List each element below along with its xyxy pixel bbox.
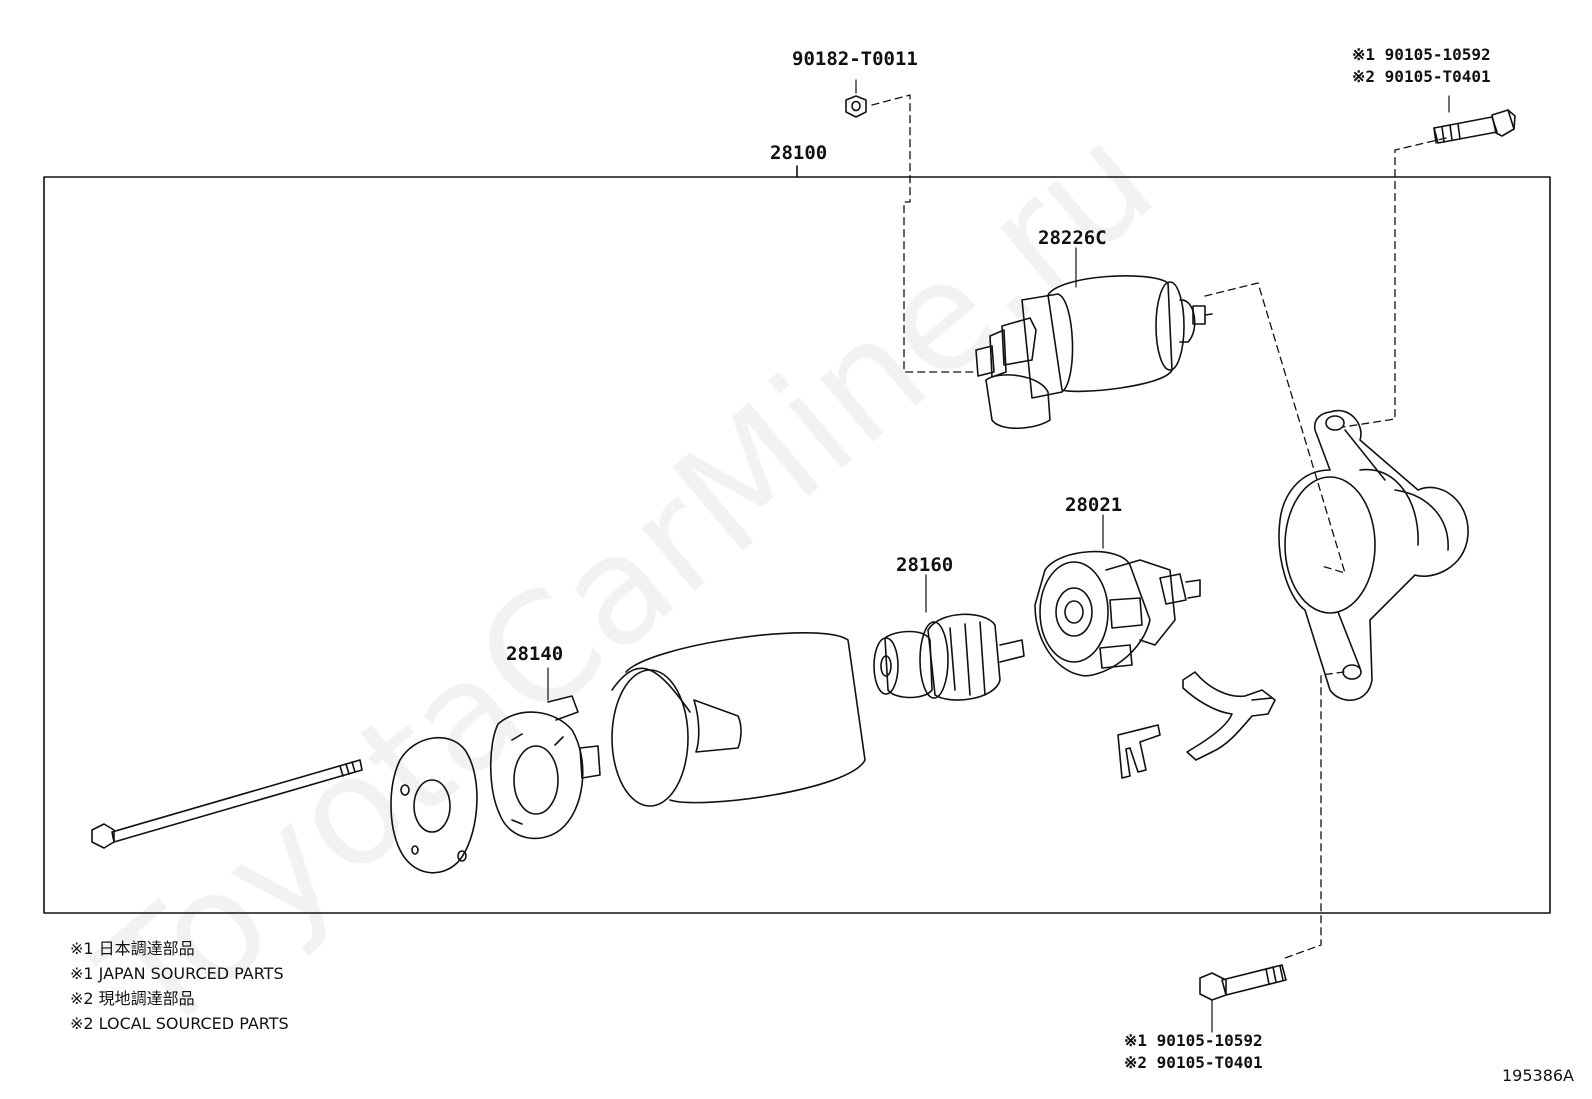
note-local-en: ※2 LOCAL SOURCED PARTS xyxy=(70,1014,289,1033)
rear-cover-part xyxy=(390,736,478,874)
spring-clip-part xyxy=(1117,724,1161,779)
label-assembly: 28100 xyxy=(770,142,828,164)
label-bolt-top: ※1 90105-10592 ※2 90105-T0401 xyxy=(1352,44,1491,87)
label-armature: 28160 xyxy=(896,554,954,576)
assembly-frame xyxy=(43,176,1551,914)
label-nut: 90182-T0011 xyxy=(792,48,918,70)
brush-holder-part xyxy=(1034,514,1201,677)
end-frame-part xyxy=(489,667,601,840)
bolt-top-part xyxy=(1433,95,1516,144)
label-solenoid: 28226C xyxy=(1038,227,1107,249)
nut-part xyxy=(845,79,867,118)
dashed-leaders xyxy=(871,94,1447,959)
through-bolt-part xyxy=(91,759,363,849)
label-bolt-bottom: ※1 90105-10592 ※2 90105-T0401 xyxy=(1124,1030,1263,1073)
shift-lever-part xyxy=(1182,671,1276,761)
note-japan-jp: ※1 日本調達部品 xyxy=(70,939,195,958)
armature-part xyxy=(873,574,1025,701)
label-bolt-top-line1: ※1 90105-10592 xyxy=(1352,45,1491,64)
label-bolt-bottom-line2: ※2 90105-T0401 xyxy=(1124,1052,1263,1072)
legend-notes: ※1 日本調達部品 ※1 JAPAN SOURCED PARTS ※2 現地調達… xyxy=(70,936,289,1036)
label-bolt-bottom-line1: ※1 90105-10592 xyxy=(1124,1031,1263,1050)
label-end-frame: 28140 xyxy=(506,643,564,665)
bolt-bottom-part xyxy=(1199,964,1287,1033)
label-brush-holder: 28021 xyxy=(1065,494,1123,516)
note-japan-en: ※1 JAPAN SOURCED PARTS xyxy=(70,964,284,983)
figure-id: 195386A xyxy=(1501,1066,1574,1085)
note-local-jp: ※2 現地調達部品 xyxy=(70,989,195,1008)
label-bolt-top-line2: ※2 90105-T0401 xyxy=(1352,66,1491,86)
yoke-part xyxy=(611,631,866,807)
solenoid-part xyxy=(975,247,1213,430)
drive-housing-part xyxy=(1278,409,1469,702)
